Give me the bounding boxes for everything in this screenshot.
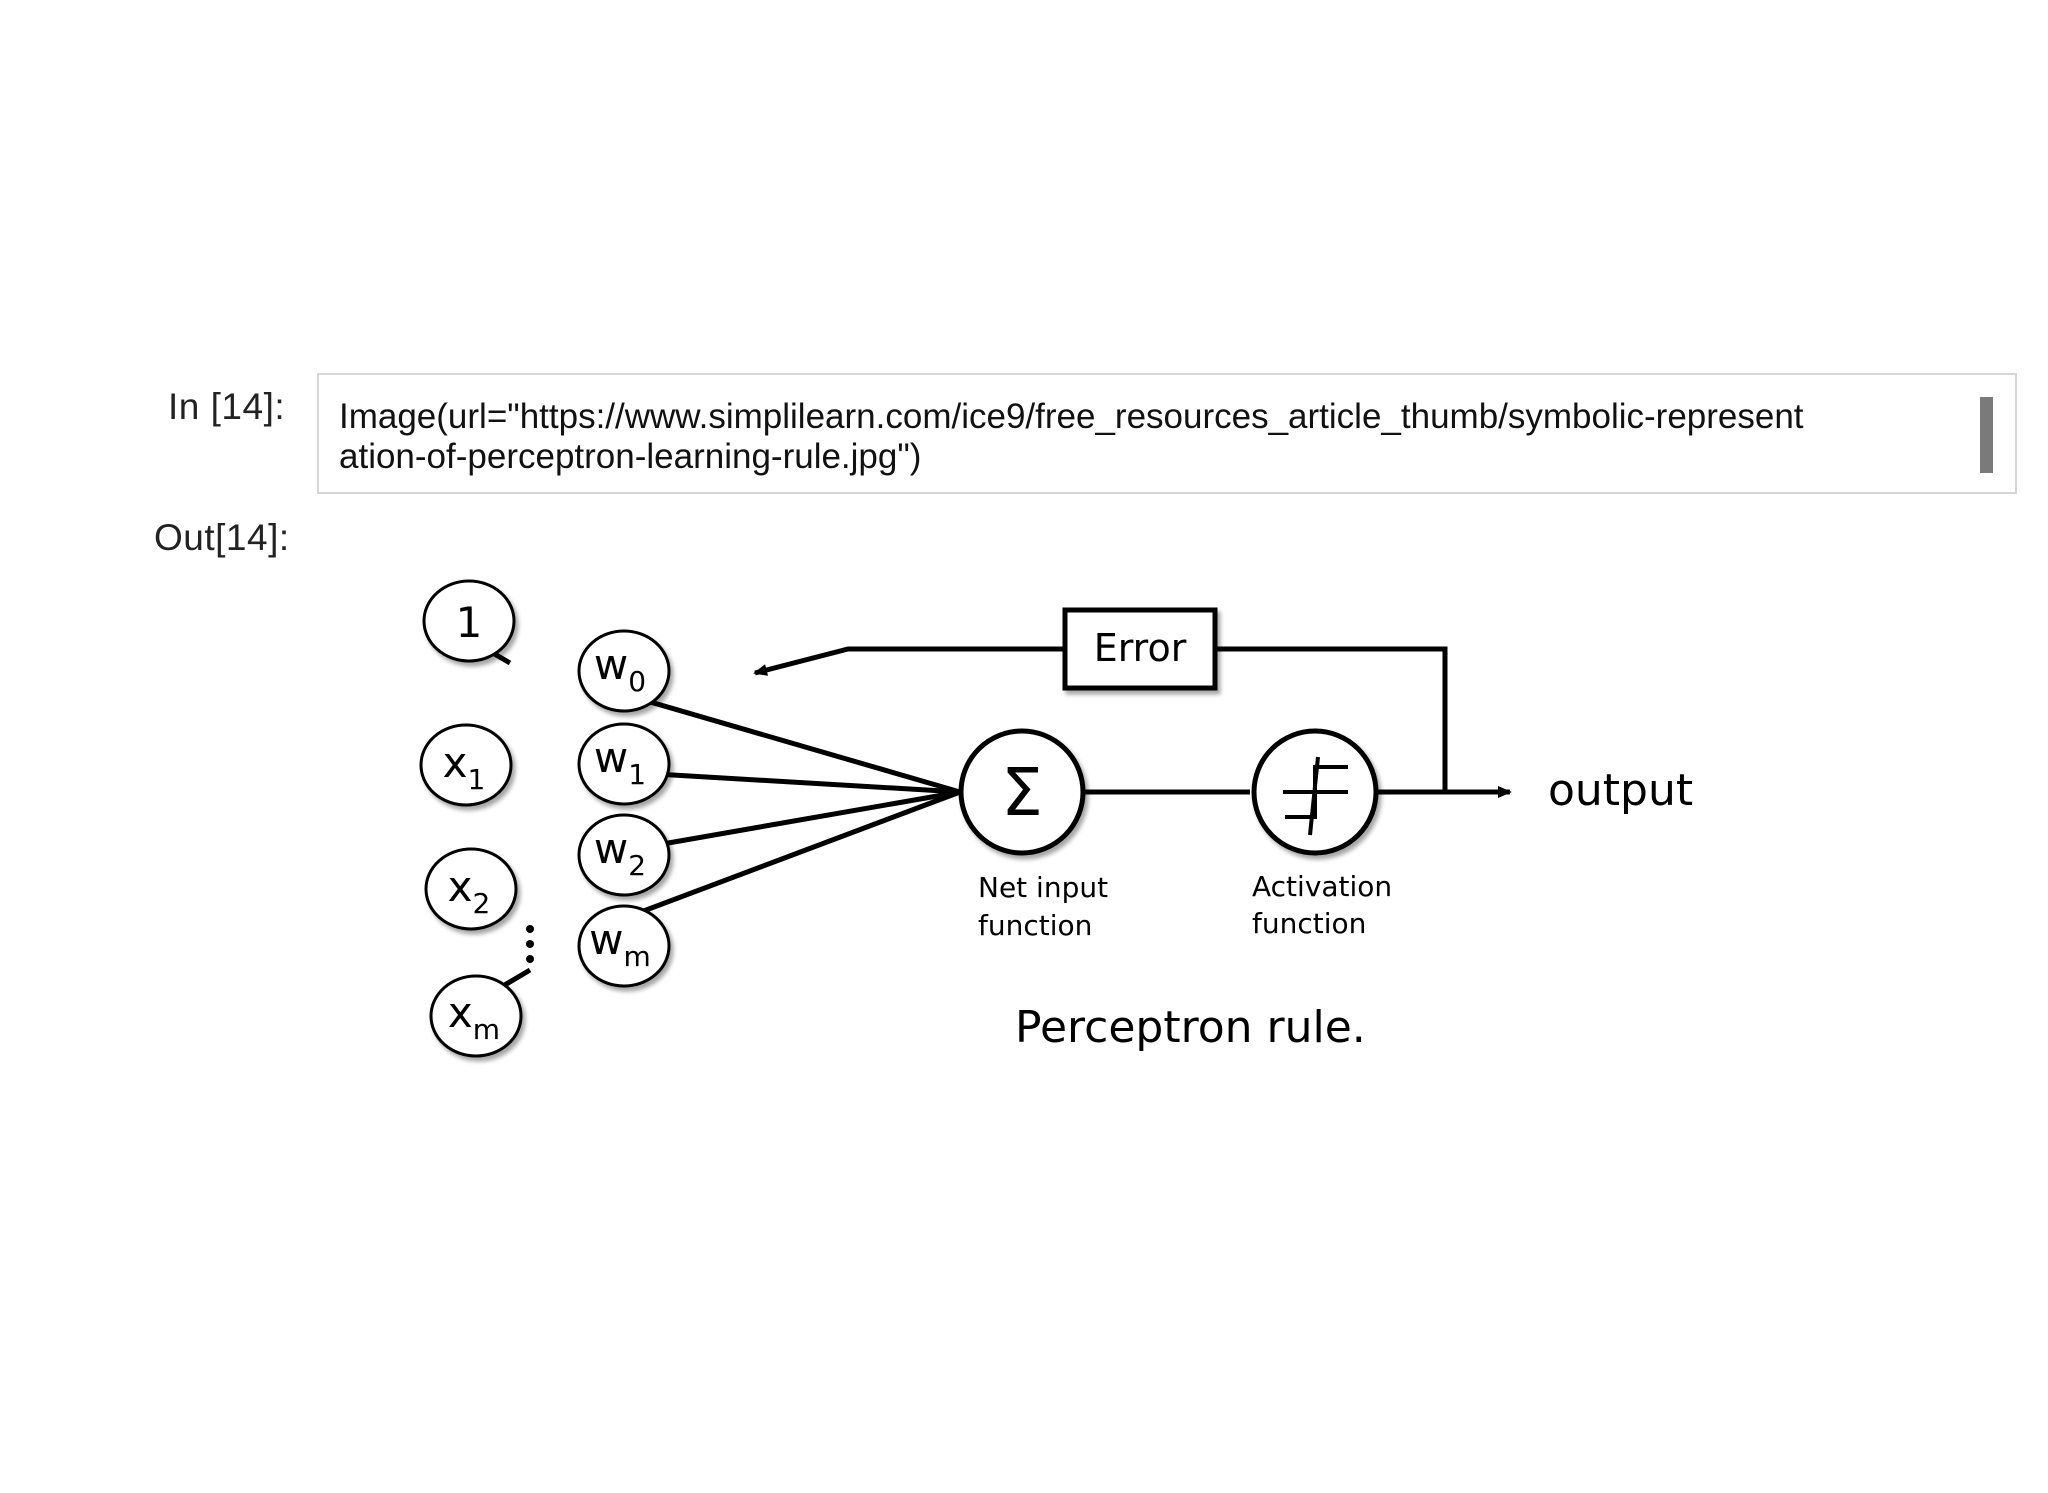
code-cell[interactable]: Image(url="https://www.simplilearn.com/i… bbox=[317, 373, 2017, 494]
summation-node bbox=[958, 728, 1086, 856]
net-input-label-2: function bbox=[978, 909, 1092, 942]
input-node-bias bbox=[422, 579, 516, 663]
weight-w1-label: w1 bbox=[594, 733, 646, 791]
weight-node-w0 bbox=[577, 629, 671, 713]
perceptron-diagram: 1 x1 x2 xm w0 w1 w2 bbox=[419, 579, 1693, 1058]
diagram-caption: Perceptron rule. bbox=[1015, 1002, 1366, 1053]
error-label: Error bbox=[1094, 626, 1187, 670]
code-text[interactable]: Image(url="https://www.simplilearn.com/i… bbox=[339, 397, 1979, 477]
input-bias-label: 1 bbox=[456, 598, 483, 647]
code-line-1: Image(url="https://www.simplilearn.com/i… bbox=[339, 397, 1804, 436]
input-xm-label: xm bbox=[448, 988, 500, 1046]
weight-node-w2 bbox=[577, 813, 671, 897]
weight-w2-label: w2 bbox=[594, 824, 646, 882]
input-node-x1 bbox=[419, 723, 513, 807]
sigma-icon: Σ bbox=[1001, 754, 1043, 831]
weight-node-w1 bbox=[577, 722, 671, 806]
input-prompt: In [14]: bbox=[168, 386, 286, 427]
input-x2-label: x2 bbox=[448, 862, 491, 920]
cell-scrollbar[interactable] bbox=[1980, 397, 1993, 473]
net-input-label-1: Net input bbox=[978, 871, 1108, 904]
weight-wm-label: wm bbox=[589, 915, 651, 973]
activation-label-1: Activation bbox=[1252, 870, 1392, 903]
input-node-x2 bbox=[424, 847, 518, 931]
input-node-xm bbox=[429, 974, 523, 1058]
input-x1-label: x1 bbox=[443, 738, 486, 796]
step-function-icon bbox=[1283, 756, 1348, 836]
image-output: 1 x1 x2 xm w0 w1 w2 bbox=[380, 545, 1740, 1085]
weight-node-wm bbox=[577, 904, 671, 988]
activation-label-2: function bbox=[1252, 907, 1366, 940]
code-line-2: ation-of-perceptron-learning-rule.jpg") bbox=[339, 437, 922, 476]
error-box bbox=[1062, 607, 1218, 691]
output-prompt: Out[14]: bbox=[154, 517, 290, 558]
output-label: output bbox=[1548, 765, 1693, 816]
weight-w0-label: w0 bbox=[594, 640, 646, 698]
ellipsis-dots bbox=[526, 925, 534, 963]
